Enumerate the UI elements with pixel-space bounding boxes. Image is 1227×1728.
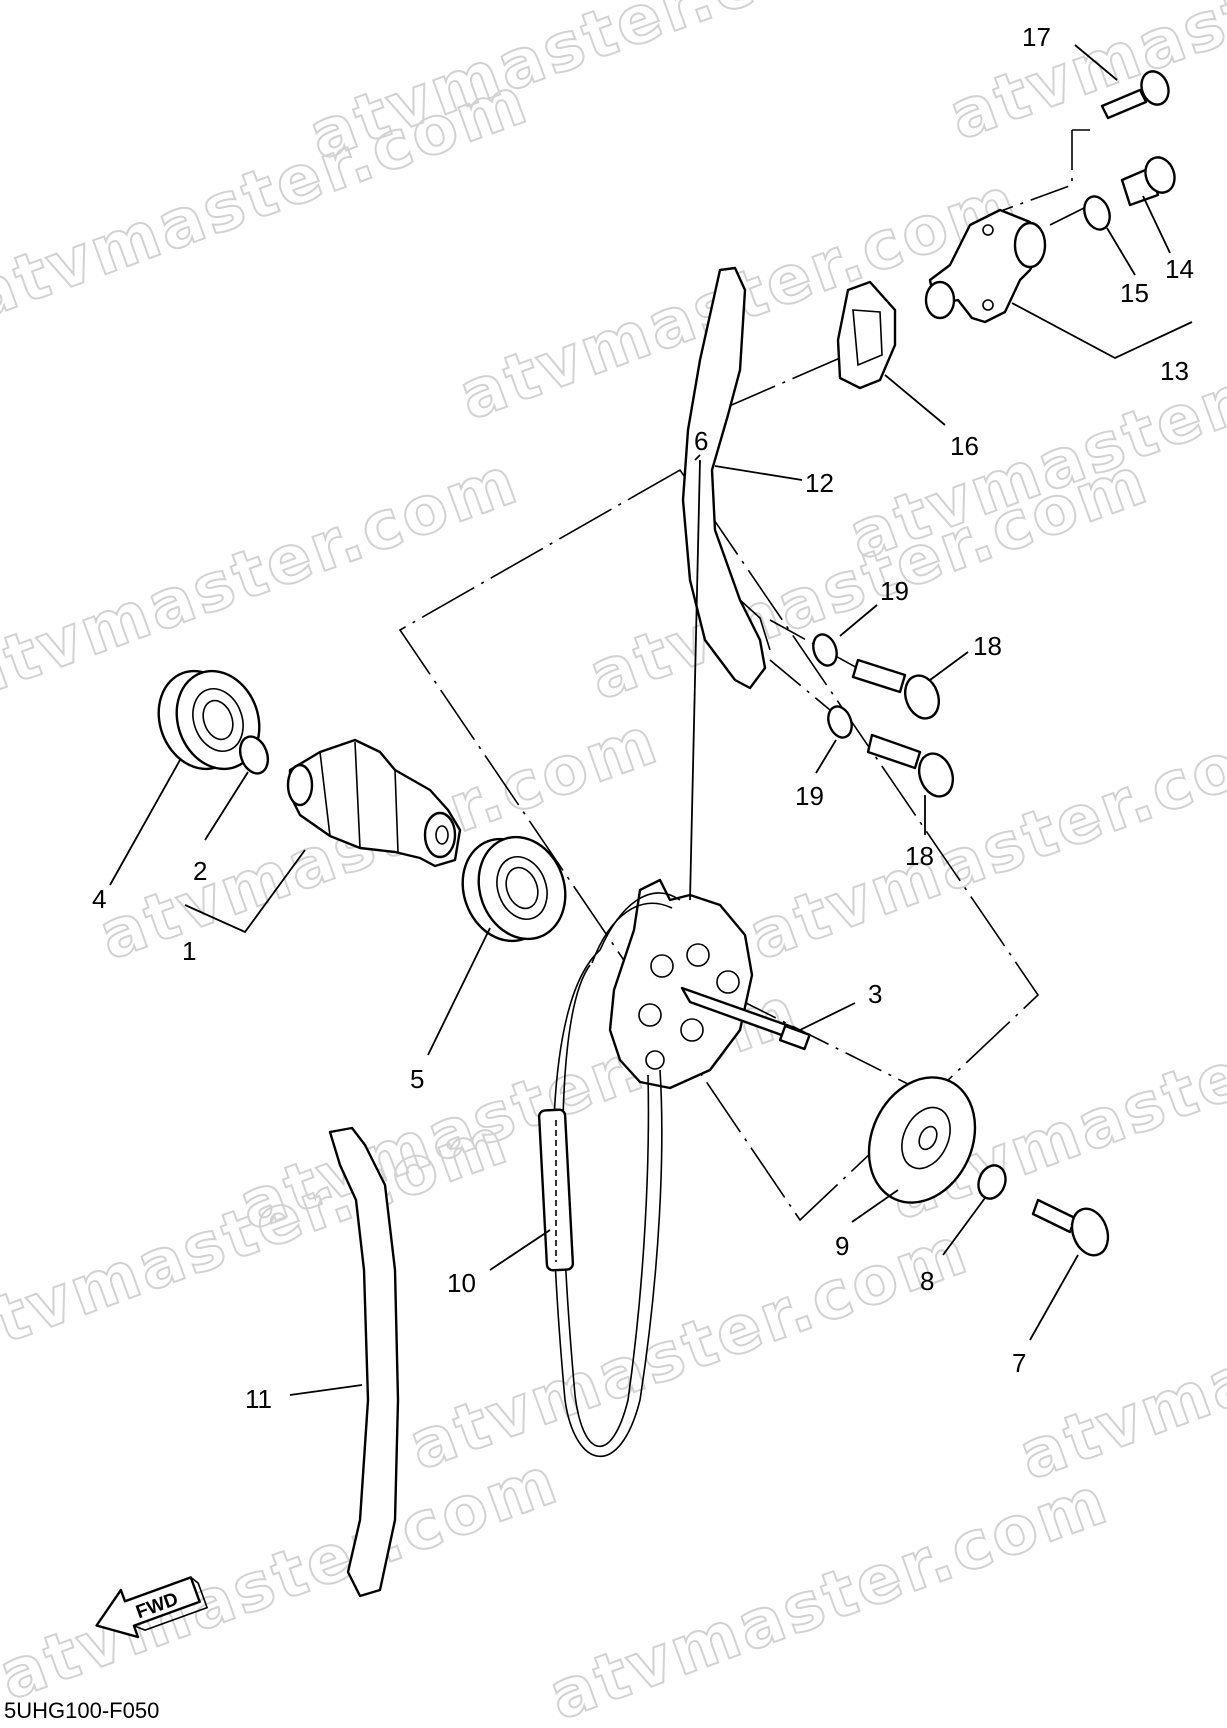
callout-14: 14 xyxy=(1165,254,1194,284)
callout-1: 1 xyxy=(182,936,196,966)
callout-4: 4 xyxy=(92,884,106,914)
watermark: atvmaster.com xyxy=(0,441,528,715)
bolt-14 xyxy=(1120,156,1176,207)
callout-8: 8 xyxy=(920,1266,934,1296)
dowel-pin-3 xyxy=(680,986,811,1051)
bolt-7 xyxy=(1031,1198,1110,1257)
callout-labels: 1 2 3 4 5 6 7 8 9 10 11 12 13 14 15 16 1… xyxy=(92,22,1194,1414)
bolt-18 xyxy=(866,733,955,798)
leader-lines xyxy=(109,44,1193,1396)
washer-19 xyxy=(812,633,838,667)
callout-16: 16 xyxy=(950,431,979,461)
plate-9 xyxy=(867,1076,977,1204)
diagram-code: 5UHG100-F050 xyxy=(4,1698,159,1723)
callout-19: 19 xyxy=(880,576,909,606)
cam-sprocket-6 xyxy=(608,878,754,1090)
bolt-17 xyxy=(1100,70,1170,120)
watermark: atvmaster.com xyxy=(0,1441,568,1715)
callout-11: 11 xyxy=(245,1384,272,1414)
washer-19 xyxy=(827,705,853,739)
cam-chain-tensioner-13 xyxy=(924,208,1047,324)
callout-17: 17 xyxy=(1022,22,1051,52)
callout-18: 18 xyxy=(973,631,1002,661)
fwd-arrow-icon: FWD xyxy=(95,1576,209,1639)
watermark: atvmaster.com xyxy=(0,1101,518,1375)
watermark: atvmaster.com xyxy=(739,701,1227,975)
callout-18: 18 xyxy=(905,841,934,871)
watermark: atvmaster.com xyxy=(1009,1221,1227,1495)
bearing-4 xyxy=(157,669,261,771)
gasket-16 xyxy=(836,280,897,390)
callout-19: 19 xyxy=(795,781,824,811)
watermark: atvmaster.com xyxy=(539,1461,1118,1728)
callout-15: 15 xyxy=(1120,278,1149,308)
camshaft-1 xyxy=(286,738,462,868)
callout-10: 10 xyxy=(447,1268,476,1298)
washer-15 xyxy=(1083,195,1111,231)
callout-12: 12 xyxy=(805,468,834,498)
callout-9: 9 xyxy=(835,1231,849,1261)
washer-8 xyxy=(977,1164,1007,1200)
callout-6: 6 xyxy=(694,426,708,456)
cam-chain-10 xyxy=(537,892,681,1458)
tensioner-guide-12 xyxy=(681,266,767,690)
watermark: atvmaster.com xyxy=(0,61,538,335)
callout-7: 7 xyxy=(1012,1348,1026,1378)
watermark: atvmaster.com xyxy=(399,1211,978,1485)
o-ring-2 xyxy=(238,735,270,775)
bearing-5 xyxy=(461,835,567,943)
callout-2: 2 xyxy=(193,856,207,886)
chain-guide-11 xyxy=(328,1126,400,1598)
bolt-18 xyxy=(851,658,941,720)
callout-3: 3 xyxy=(868,979,882,1009)
callout-13: 13 xyxy=(1160,356,1189,386)
watermark: atvmaster.com xyxy=(939,0,1227,155)
reference-lines xyxy=(398,129,1101,1222)
callout-5: 5 xyxy=(410,1064,424,1094)
